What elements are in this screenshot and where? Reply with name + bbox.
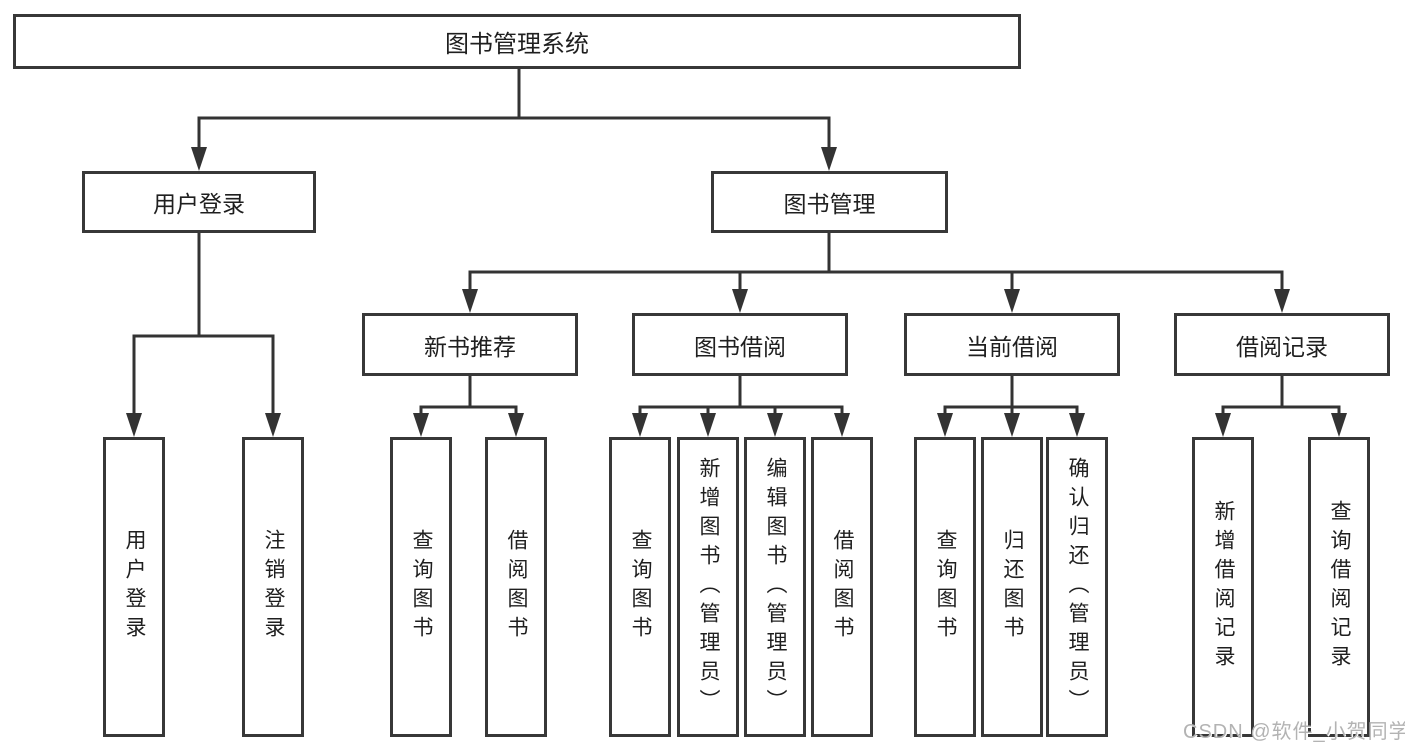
leaf-add-borrow-record: 新增借阅记录	[1192, 437, 1254, 737]
node-library-management-system: 图书管理系统	[13, 14, 1021, 69]
leaf-query-books-borrow: 查询图书	[609, 437, 671, 737]
csdn-watermark: CSDN @软件_小贺同学	[1183, 721, 1405, 743]
leaf-query-books-recommend: 查询图书	[390, 437, 452, 737]
leaf-user-login: 用户登录	[103, 437, 165, 737]
node-new-book-recommendation: 新书推荐	[362, 313, 578, 376]
leaf-return-book: 归还图书	[981, 437, 1043, 737]
node-current-borrowing: 当前借阅	[904, 313, 1120, 376]
leaf-confirm-return-admin: 确认归还（管理员）	[1046, 437, 1108, 737]
node-borrowing-records: 借阅记录	[1174, 313, 1390, 376]
tree-edges	[132, 67, 1341, 418]
node-book-management: 图书管理	[711, 171, 948, 233]
arrow-down-icons	[126, 147, 1347, 437]
leaf-logout: 注销登录	[242, 437, 304, 737]
leaf-borrow-books-recommend: 借阅图书	[485, 437, 547, 737]
leaf-add-book-admin: 新增图书（管理员）	[677, 437, 739, 737]
leaf-query-books-current: 查询图书	[914, 437, 976, 737]
node-book-borrowing: 图书借阅	[632, 313, 848, 376]
leaf-edit-book-admin: 编辑图书（管理员）	[744, 437, 806, 737]
node-user-login: 用户登录	[82, 171, 316, 233]
leaf-borrow-books: 借阅图书	[811, 437, 873, 737]
leaf-query-borrow-record: 查询借阅记录	[1308, 437, 1370, 737]
